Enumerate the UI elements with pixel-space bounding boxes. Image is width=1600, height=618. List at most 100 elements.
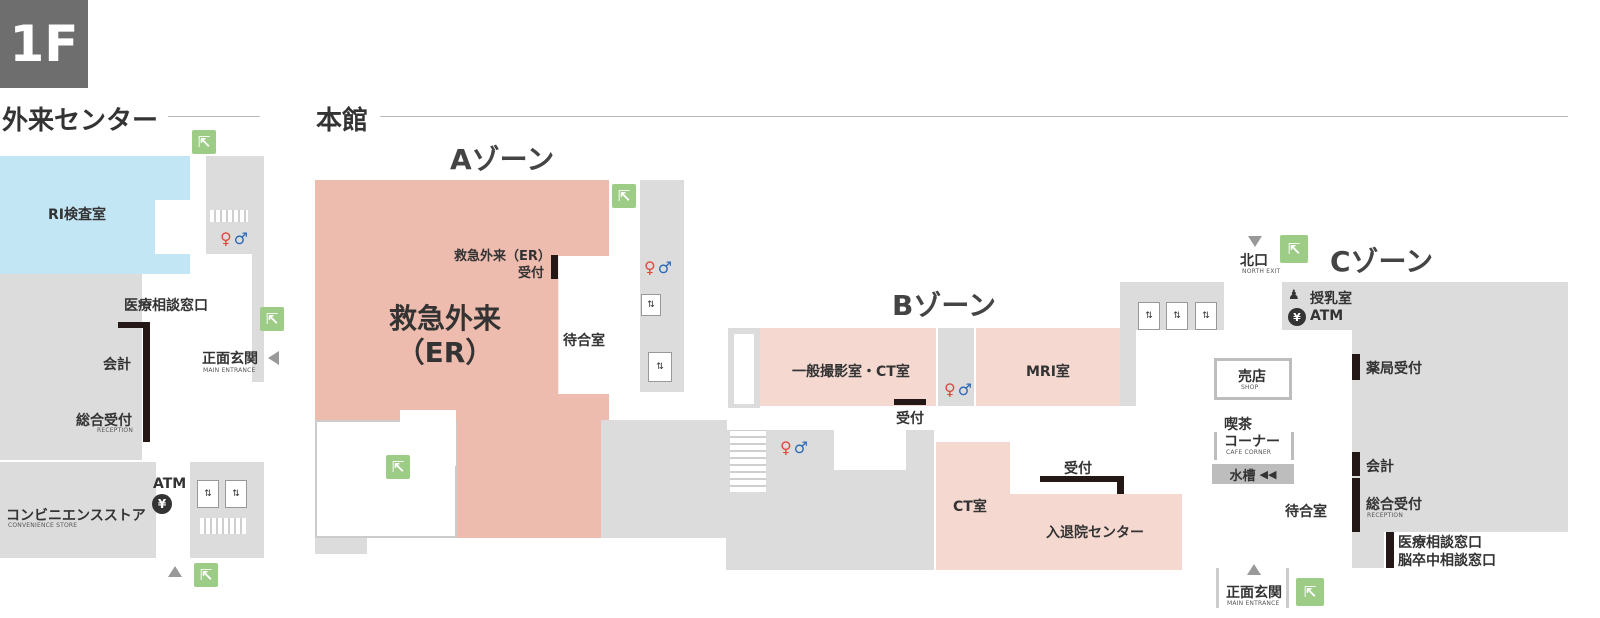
er-label-line1: 救急外来 — [388, 302, 501, 335]
zone-title-c: Cゾーン — [1330, 245, 1434, 278]
reception-label: 総合受付 — [76, 413, 132, 429]
restroom-icon: ♀♂ — [220, 229, 249, 248]
double-arrow-left-icon: ◀◀ — [1259, 467, 1277, 481]
main-entrance-en-label: MAIN ENTRANCE — [203, 367, 256, 374]
mri-room — [976, 328, 1120, 406]
stairs — [210, 210, 248, 222]
outpatient-core — [206, 156, 264, 254]
ri-room-label: RI検査室 — [48, 207, 106, 223]
yen-icon: ¥ — [152, 494, 172, 514]
emergency-exit-icon: ⇱ — [1296, 578, 1324, 606]
counter — [1386, 532, 1394, 568]
b-zone-west-inner — [734, 334, 754, 404]
nursing-room-label: 授乳室 — [1310, 291, 1352, 307]
mri-label: MRI室 — [1026, 364, 1070, 380]
divider — [380, 116, 1568, 117]
waiting-room-label: 待合室 — [563, 333, 605, 349]
c-zone-north-east — [1282, 282, 1568, 330]
c-zone-west-wall — [1120, 328, 1136, 406]
counter — [1352, 478, 1360, 532]
elevator-icon: ⇅ — [1195, 302, 1217, 330]
aquarium: 水槽 ◀◀ — [1212, 464, 1294, 484]
emergency-exit-icon: ⇱ — [192, 130, 216, 154]
counter — [118, 322, 150, 328]
ct-room-label: CT室 — [953, 499, 987, 515]
er-area-south — [456, 410, 601, 538]
yen-icon: ¥ — [1288, 308, 1306, 326]
admission-center-label: 入退院センター — [1046, 525, 1144, 541]
cafe-wall — [1214, 432, 1217, 460]
shop — [1214, 358, 1292, 400]
counter — [551, 255, 558, 279]
consult-area — [1384, 532, 1568, 568]
counter — [1040, 476, 1124, 482]
cashier-label: 会計 — [103, 357, 131, 373]
baby-care-icon: ♟ — [1288, 288, 1300, 303]
atm-label: ATM — [153, 476, 187, 492]
convenience-store-en-label: CONVENIENCE STORE — [8, 522, 78, 529]
elevator-icon: ⇅ — [1166, 302, 1188, 330]
c-zone-east-block — [1352, 328, 1568, 568]
convenience-store-label: コンビニエンスストア — [6, 508, 146, 524]
c-cashier-label: 会計 — [1366, 459, 1394, 475]
aquarium-label: 水槽 — [1229, 468, 1256, 484]
er-label: 救急外来 （ER） — [384, 302, 506, 370]
emergency-exit-icon: ⇱ — [1280, 235, 1308, 263]
counter — [1352, 354, 1360, 380]
cafe-label-line2: コーナー — [1224, 434, 1280, 450]
counter — [143, 322, 150, 442]
elevator-icon: ⇅ — [641, 294, 661, 316]
emergency-exit-icon: ⇱ — [260, 307, 284, 331]
section-title-main: 本館 — [316, 106, 369, 136]
er-label-line2: （ER） — [396, 336, 494, 369]
ri-notch — [155, 200, 191, 254]
emergency-exit-icon: ⇱ — [386, 455, 410, 479]
counter — [894, 399, 926, 405]
counter — [1352, 452, 1360, 476]
c-main-entrance-label: 正面玄関 — [1226, 585, 1282, 601]
shop-label: 売店 — [1238, 369, 1266, 385]
c-medical-consult-label: 医療相談窓口 — [1398, 535, 1482, 551]
wall-line — [1216, 568, 1219, 608]
restroom-icon: ♀♂ — [644, 258, 673, 277]
restroom-icon: ♀♂ — [780, 438, 809, 457]
section-title-outpatient: 外来センター — [2, 106, 159, 136]
er-entrance-step — [315, 538, 367, 554]
emergency-exit-icon: ⇱ — [612, 184, 636, 208]
elevator-icon: ⇅ — [225, 480, 247, 508]
main-entrance-label: 正面玄関 — [202, 351, 258, 367]
outpatient-core-south — [190, 462, 264, 558]
north-exit-label: 北口 — [1240, 253, 1268, 269]
c-reception-en-label: RECEPTION — [1367, 512, 1404, 519]
divider — [168, 116, 260, 117]
elevator-icon: ⇅ — [1138, 302, 1160, 330]
a-zone-south-block — [601, 420, 727, 538]
medical-consult-label: 医療相談窓口 — [124, 298, 208, 314]
direction-arrow-icon — [268, 351, 279, 365]
admission-center — [1008, 494, 1182, 570]
admission-reception-label: 受付 — [1064, 461, 1092, 477]
direction-arrow-icon — [1248, 236, 1262, 247]
xray-ct-room — [760, 328, 936, 406]
c-main-entrance-en-label: MAIN ENTRANCE — [1227, 600, 1280, 607]
shop-en-label: SHOP — [1241, 384, 1259, 391]
north-exit-en-label: NORTH EXIT — [1242, 268, 1281, 275]
stairs — [200, 518, 246, 534]
waiting-room — [558, 256, 609, 394]
pharmacy-reception-label: 薬局受付 — [1366, 361, 1422, 377]
emergency-exit-icon: ⇱ — [194, 563, 218, 587]
er-reception-line2: 受付 — [517, 266, 544, 281]
ct-room — [936, 442, 1010, 570]
direction-arrow-icon — [168, 566, 182, 577]
er-reception-label: 救急外来（ER） 受付 — [454, 248, 551, 282]
c-waiting-room-label: 待合室 — [1285, 504, 1327, 520]
stairs — [730, 430, 766, 492]
convenience-store-area — [0, 462, 156, 558]
er-reception-line1: 救急外来（ER） — [454, 249, 551, 264]
stroke-consult-label: 脳卒中相談窓口 — [1398, 553, 1496, 569]
reception-en-label: RECEPTION — [97, 427, 134, 434]
direction-arrow-icon — [1247, 564, 1261, 575]
c-atm-label: ATM — [1310, 308, 1344, 324]
b-zone-south-block — [766, 492, 806, 570]
cafe-wall — [1291, 432, 1294, 460]
